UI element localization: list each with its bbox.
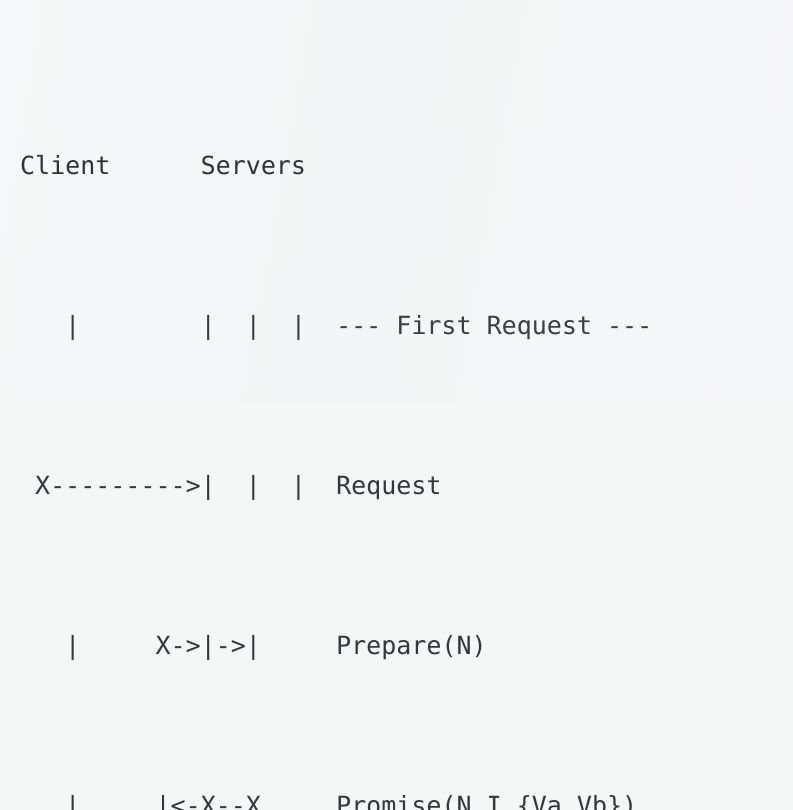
diagram-header-row: Client Servers [20,151,306,180]
row-request: X--------->| | | Request [20,471,442,500]
row-separator-first-request: | | | | --- First Request --- [20,311,653,340]
row-promise: | |<-X--X Promise(N,I,{Va,Vb}) [20,791,638,810]
row-prepare: | X->|->| Prepare(N) [20,631,487,660]
ascii-diagram-text: Client Servers | | | | --- First Request… [20,26,652,810]
